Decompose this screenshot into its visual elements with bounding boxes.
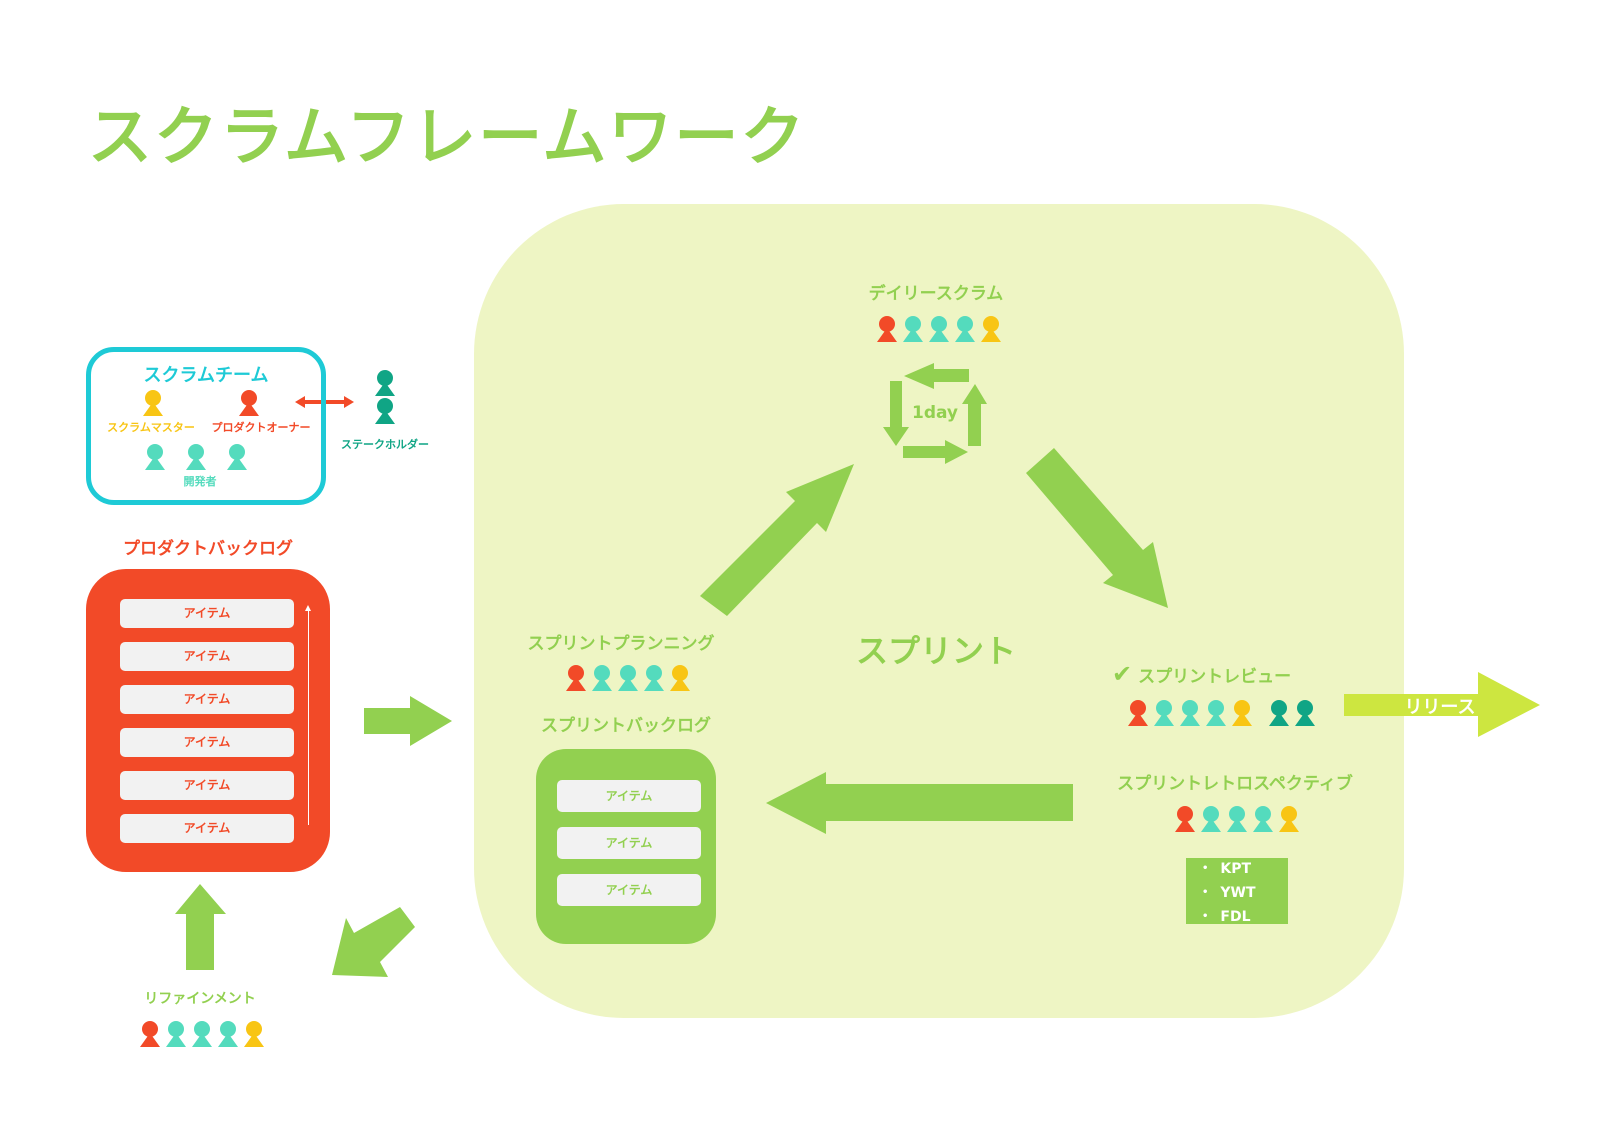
product-owner-label: プロダクトオーナー [211,421,311,434]
sprint-review-heading: ✔スプリントレビュー [1112,660,1352,688]
scrum-master-icon [981,316,1001,342]
scrum-master-icon [244,1021,264,1047]
retrospective-method: KPT [1202,858,1288,882]
sprint-retrospective-participants [1172,806,1302,832]
backlog-item[interactable]: アイテム [557,780,701,812]
refinement-participants [137,1021,267,1047]
priority-arrow-line [308,609,309,825]
product-backlog-box: アイテムアイテムアイテムアイテムアイテムアイテム [86,569,330,872]
scrum-master-icon [1279,806,1299,832]
developer-icon [1253,806,1273,832]
scrum-master-icon [670,665,690,691]
scrum-master-icon [1232,700,1252,726]
product-owner-icon [1175,806,1195,832]
product-owner-icon [877,316,897,342]
release-arrow [1344,672,1540,737]
developer-icon [955,316,975,342]
page-title: スクラムフレームワーク [88,101,807,175]
daily-scrum-title: デイリースクラム [868,284,1004,304]
stakeholder-icons [372,370,398,424]
cycle-arrow-left [904,363,969,389]
backlog-item[interactable]: アイテム [120,642,294,671]
arrow-retro-to-backlog [766,772,1073,834]
cycle-arrow-down [883,381,909,446]
developer-icon [1206,700,1226,726]
cycle-arrow-right [903,440,968,464]
developer-icon [218,1021,238,1047]
developer-icon [192,1021,212,1047]
scrum-team-box [86,347,326,505]
stakeholder-icon [1295,700,1315,726]
sprint-backlog-title: スプリントバックログ [541,716,711,736]
sprint-review-title: スプリントレビュー [1138,667,1292,687]
developer-icon [1227,806,1247,832]
retrospective-methods-box: KPTYWTFDL [1186,858,1288,925]
product-owner-icon [566,665,586,691]
backlog-item[interactable]: アイテム [120,814,294,843]
backlog-item[interactable]: アイテム [120,685,294,714]
backlog-item[interactable]: アイテム [120,728,294,757]
sprint-review-participants [1125,700,1318,726]
arrow-daily-to-review [1026,448,1168,608]
scrum-master-label: スクラムマスター [107,421,195,434]
arrow-to-refinement [332,907,415,977]
stakeholders-label: ステークホルダー [341,438,429,451]
developer-icon [618,665,638,691]
developer-icon [929,316,949,342]
developer-icon [1154,700,1174,726]
backlog-item[interactable]: アイテム [120,771,294,800]
developer-icon [592,665,612,691]
check-icon: ✔ [1112,660,1133,688]
sprint-title: スプリント [855,632,1016,670]
priority-arrow-head-icon [305,605,311,611]
arrow-to-product-backlog [175,884,226,970]
retrospective-method: FDL [1202,906,1288,930]
developer-icon [1201,806,1221,832]
developer-icon [644,665,664,691]
developers-icons [142,444,250,470]
release-label: リリース [1404,697,1476,718]
arrow-planning-to-daily [700,464,854,616]
scrum-team-title: スクラムチーム [143,365,269,386]
sprint-planning-title: スプリントプランニング [527,634,715,654]
backlog-item[interactable]: アイテム [557,874,701,906]
arrow-to-sprint [364,696,452,746]
developers-label: 開発者 [183,475,217,488]
scrum-master-icon [140,390,166,420]
cycle-label: 1day [911,403,959,423]
developer-icon [166,1021,186,1047]
product-owner-icon [1128,700,1148,726]
sprint-retrospective-title: スプリントレトロスペクティブ [1117,774,1353,794]
product-backlog-title: プロダクトバックログ [123,539,293,559]
product-owner-icon [140,1021,160,1047]
daily-scrum-participants [874,316,1004,342]
developer-icon [903,316,923,342]
stakeholder-icon [1269,700,1289,726]
cycle-arrow-up [962,384,987,446]
backlog-item[interactable]: アイテム [557,827,701,859]
retrospective-method: YWT [1202,882,1288,906]
developer-icon [1180,700,1200,726]
refinement-title: リファインメント [144,991,256,1007]
product-owner-icon [236,390,262,420]
sprint-backlog-box: アイテムアイテムアイテム [536,749,716,944]
backlog-item[interactable]: アイテム [120,599,294,628]
sprint-planning-participants [563,665,693,691]
